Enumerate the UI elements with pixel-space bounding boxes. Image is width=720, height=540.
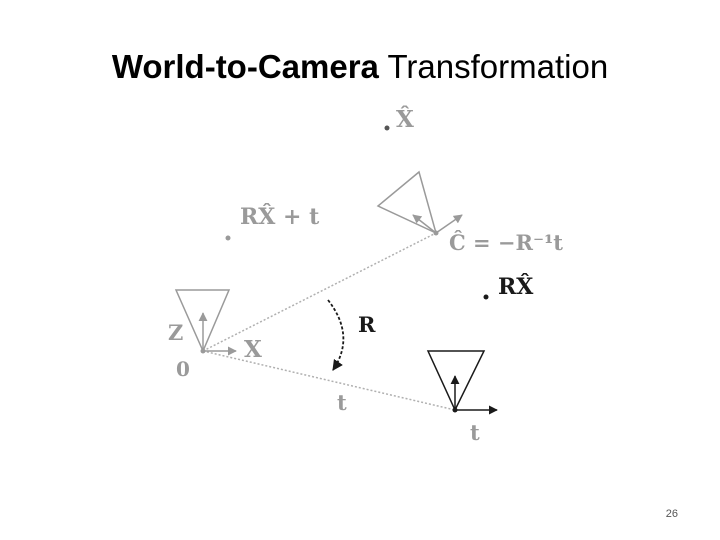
rotation-arc-arrow — [327, 299, 345, 371]
world-camera-frustum — [174, 289, 231, 353]
rotated-camera-axis-2 — [435, 214, 463, 234]
label-camera-center: Ĉ = −R⁻¹t — [449, 230, 563, 255]
label-z-axis: Z — [168, 320, 183, 345]
title-bold: World-to-Camera — [111, 48, 379, 85]
point-rx-hat — [483, 294, 489, 300]
label-rx-hat-plus-t: RX̂ + t — [240, 204, 320, 230]
rotated-camera-axis-1 — [412, 214, 437, 234]
origin-point — [200, 348, 206, 354]
dotted-line-to-camera-center — [202, 232, 437, 352]
rotated-camera-frustum — [376, 170, 438, 235]
translation-point — [452, 407, 458, 413]
slide-title: World-to-Camera Transformation — [0, 48, 720, 86]
dotted-line-to-t — [202, 350, 456, 411]
label-rotation: R — [358, 312, 376, 337]
point-rx-hat-plus-t — [225, 235, 231, 241]
label-t-camera: t — [470, 420, 480, 445]
camera-center-point — [433, 230, 439, 236]
label-t-mid: t — [337, 390, 347, 415]
label-x-axis: X — [244, 336, 262, 363]
translated-camera-frustum — [426, 350, 486, 412]
label-x-hat: X̂ — [396, 106, 414, 133]
page-number: 26 — [665, 508, 678, 520]
title-rest: Transformation — [378, 48, 609, 85]
label-origin: 0 — [176, 357, 190, 381]
label-rx-hat: RX̂ — [498, 274, 534, 300]
point-x-hat — [384, 125, 390, 131]
